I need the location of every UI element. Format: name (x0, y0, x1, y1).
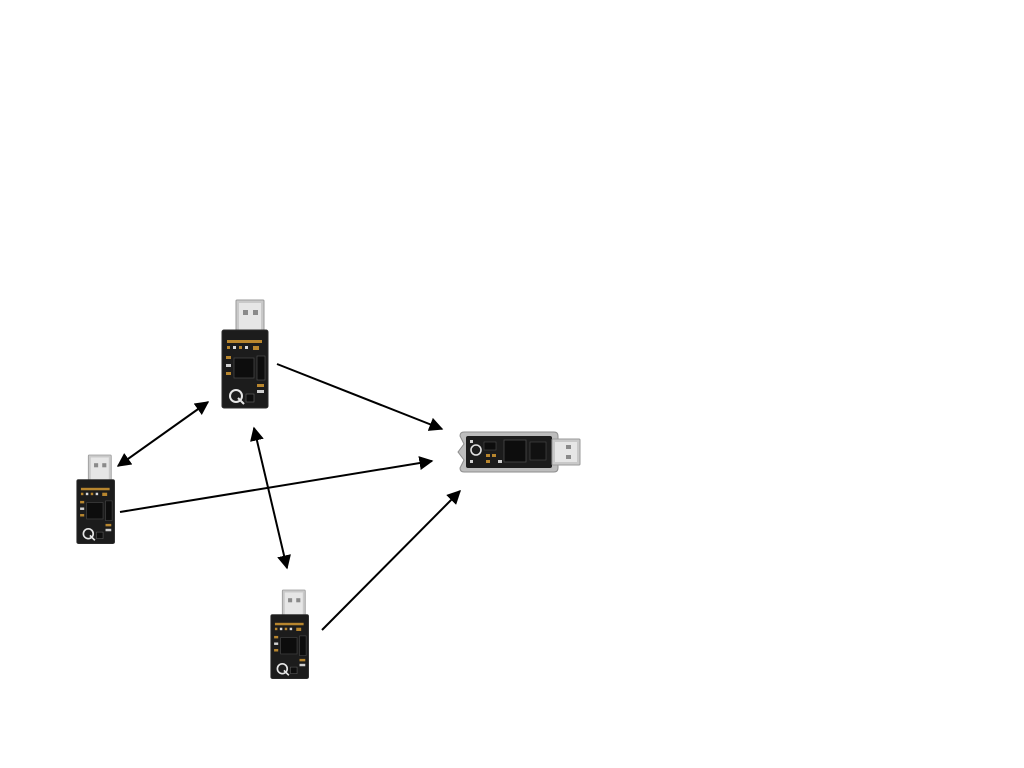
link-sensor-top-to-gateway (276, 363, 444, 431)
usb-sensor-board-icon (270, 589, 310, 680)
usb-sensor-board-icon (75, 454, 116, 545)
sensor-node-left (75, 454, 116, 545)
link-sensor-top-sensor-bottom (250, 426, 291, 570)
link-sensor-bottom-to-gateway (321, 490, 461, 631)
sensor-node-bottom (270, 589, 310, 680)
usb-dongle-icon (457, 431, 581, 473)
gateway-node (457, 431, 581, 473)
sensor-node-top (221, 299, 269, 409)
link-sensor-left-sensor-top (116, 401, 210, 467)
link-sensor-left-to-gateway (119, 456, 434, 513)
links-layer (116, 363, 461, 631)
usb-sensor-board-icon (221, 299, 269, 409)
